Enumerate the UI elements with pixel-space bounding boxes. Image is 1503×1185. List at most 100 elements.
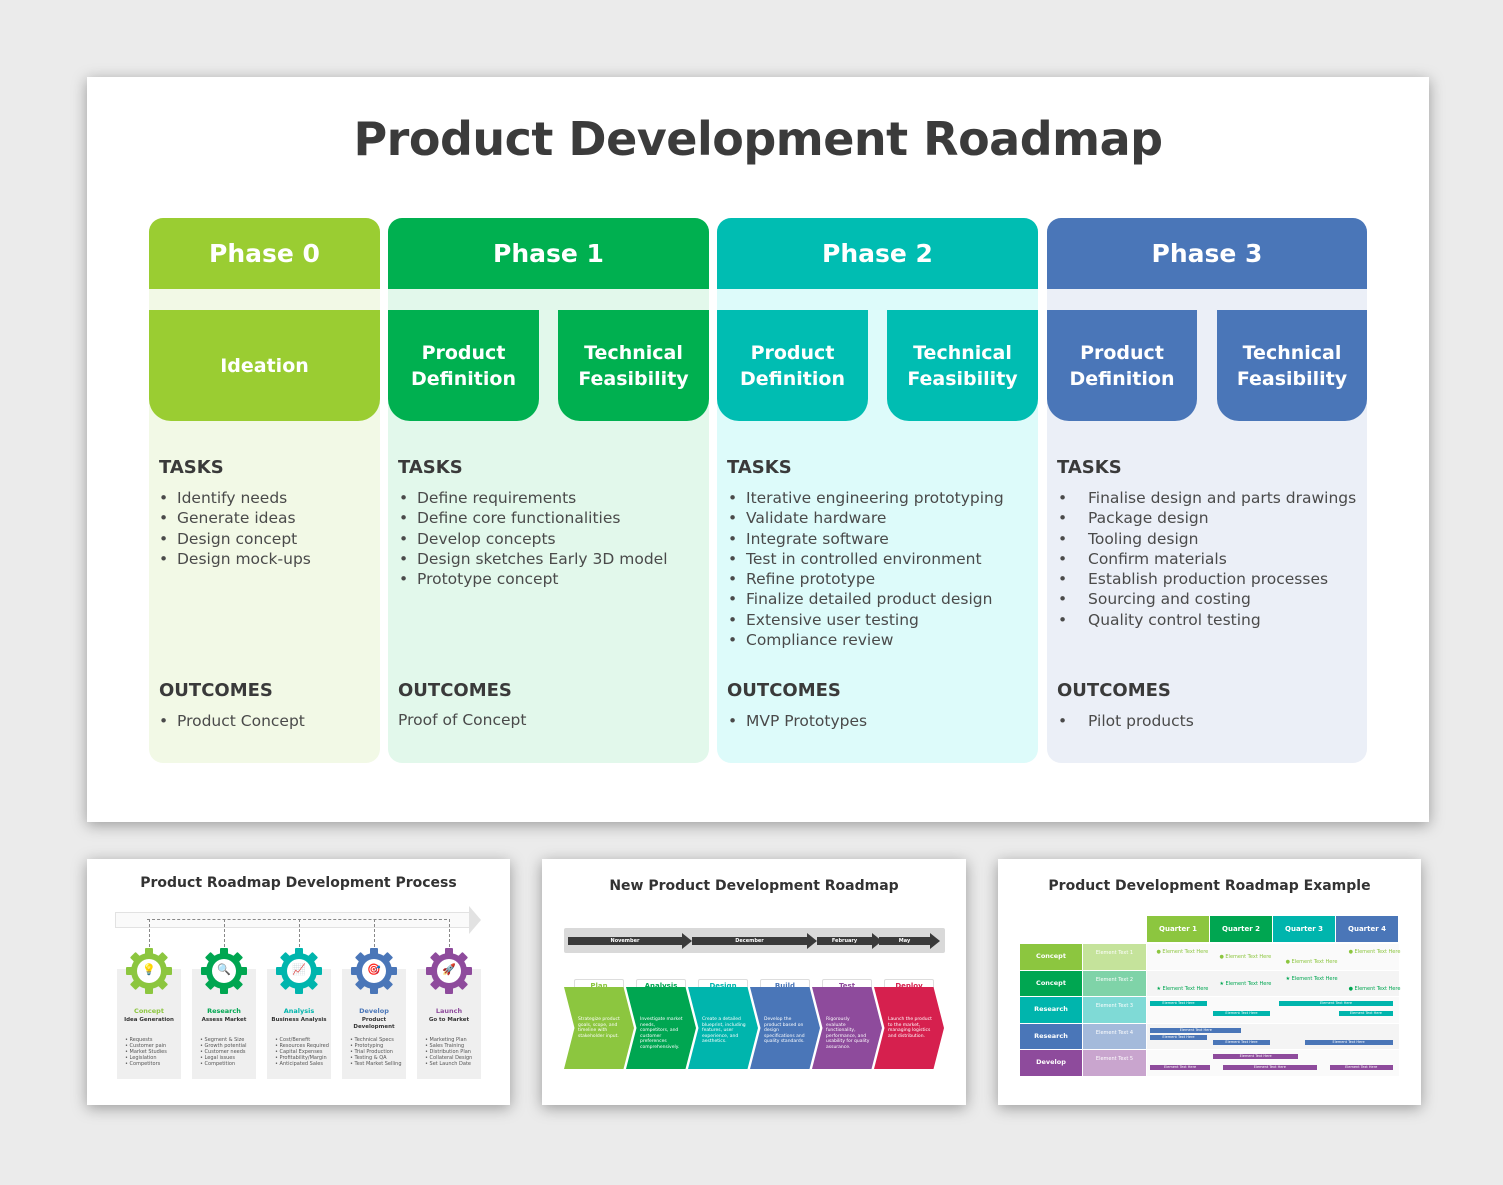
thumbnail-roadmap-example[interactable]: Product Development Roadmap Example Quar… bbox=[998, 859, 1421, 1105]
main-slide[interactable]: Product Development Roadmap Phase 0 Idea… bbox=[87, 77, 1429, 822]
stage-label: Design bbox=[709, 982, 737, 990]
quarter-label: Quarter 4 bbox=[1348, 925, 1386, 933]
process-step-name: Business Analysis bbox=[271, 1017, 327, 1023]
process-step-name: Assess Market bbox=[201, 1017, 247, 1023]
task-item: Sourcing and costing bbox=[1058, 589, 1356, 610]
process-stage-label: Analysis bbox=[283, 1007, 315, 1015]
outcome-item: Product Concept bbox=[159, 711, 305, 732]
process-connector bbox=[224, 919, 225, 947]
row-element-text: Element Text 1 bbox=[1095, 950, 1134, 956]
phase-2-sub-product-definition: Product Definition bbox=[717, 310, 868, 421]
phase-1-sub-product-definition: Product Definition bbox=[388, 310, 539, 421]
gantt-bar-label: Element Text Here bbox=[1179, 1027, 1212, 1032]
thumbnail-title: Product Roadmap Development Process bbox=[140, 875, 457, 891]
gantt-bar: Element Text Here bbox=[1213, 1054, 1299, 1060]
gantt-bar-label: Element Text Here bbox=[1225, 1011, 1258, 1016]
gear-icon bbox=[125, 947, 173, 995]
stage-label: Test bbox=[838, 982, 856, 990]
outcome-item: MVP Prototypes bbox=[728, 711, 867, 732]
target-icon: 🎯 bbox=[367, 963, 381, 976]
outcome-item: Pilot products bbox=[1058, 711, 1194, 732]
task-item: Extensive user testing bbox=[728, 610, 1004, 631]
list-item: • Trial Production bbox=[350, 1049, 393, 1055]
list-item: • Competition bbox=[200, 1061, 236, 1067]
gantt-row-track bbox=[1147, 944, 1399, 970]
quarter-label: Quarter 1 bbox=[1159, 925, 1197, 933]
page-title: Product Development Roadmap bbox=[353, 112, 1163, 166]
task-item: Iterative engineering prototyping bbox=[728, 488, 1004, 509]
process-arrow-head bbox=[469, 906, 481, 934]
stage-label: Build bbox=[774, 982, 796, 990]
gantt-bar-label: Element Text Here bbox=[1319, 1001, 1353, 1006]
gantt-bar: Element Text Here bbox=[1222, 1065, 1318, 1071]
row-label-text: Develop bbox=[1036, 1058, 1066, 1066]
task-item: Define core functionalities bbox=[399, 508, 668, 529]
milestone-marker: ● Element Text Here bbox=[1285, 959, 1338, 966]
milestone-marker: ● Element Text Here bbox=[1348, 985, 1401, 992]
gantt-row-label: Develop bbox=[1020, 1050, 1082, 1076]
month-arrow: December bbox=[692, 937, 807, 945]
lightbulb-icon: 💡 bbox=[142, 963, 156, 976]
list-item: • Customer pain bbox=[125, 1043, 167, 1049]
process-stage-label: Develop bbox=[359, 1007, 389, 1015]
stage-label: Analysis bbox=[644, 982, 678, 990]
list-item: • Collateral Design bbox=[425, 1055, 473, 1061]
list-item: • Capital Expenses bbox=[275, 1049, 323, 1055]
milestone-marker: ● Element Text Here bbox=[1348, 949, 1401, 956]
row-label-text: Research bbox=[1034, 1031, 1068, 1040]
task-item: Design mock-ups bbox=[159, 549, 311, 570]
thumbnail-new-product[interactable]: New Product Development Roadmap November… bbox=[542, 859, 966, 1105]
process-step-name: Product Development bbox=[353, 1017, 395, 1030]
row-label-text: Concept bbox=[1036, 952, 1066, 960]
month-arrow-head bbox=[930, 933, 940, 949]
list-item: • Set Launch Date bbox=[425, 1061, 471, 1067]
stage-description: Strategize product goals, scope, and tim… bbox=[578, 1017, 620, 1039]
phase-3-outcome-list: Pilot products bbox=[1058, 711, 1194, 732]
phase-2-sub-technical-feasibility: Technical Feasibility bbox=[887, 310, 1038, 421]
stage-chevron: Develop the product based on design spec… bbox=[750, 987, 820, 1069]
milestone-marker: ● Element Text Here bbox=[1219, 954, 1272, 961]
chart-icon: 📈 bbox=[292, 963, 306, 976]
process-step-items: • Cost/Benefit• Resources Required• Capi… bbox=[275, 1037, 331, 1067]
phase-3-task-list: Finalise design and parts drawings Packa… bbox=[1058, 488, 1356, 631]
month-arrow-head bbox=[807, 933, 817, 949]
milestone-marker: ★ Element Text Here bbox=[1219, 980, 1272, 987]
month-label: February bbox=[831, 938, 858, 944]
list-item: • Sales Training bbox=[425, 1043, 465, 1049]
list-item: • Resources Required bbox=[275, 1043, 329, 1049]
phase-2-column: Phase 2 Product Definition Technical Fea… bbox=[717, 218, 1038, 763]
gantt-bar-label: Element Text Here bbox=[1162, 1034, 1195, 1039]
row-element-text: Element Text 3 bbox=[1095, 1003, 1134, 1009]
gantt-bar-label: Element Text Here bbox=[1253, 1065, 1286, 1070]
list-item: • Legal issues bbox=[200, 1055, 235, 1061]
month-arrow-head bbox=[682, 933, 692, 949]
phase-1-sub-technical-feasibility: Technical Feasibility bbox=[558, 310, 709, 421]
gantt-row-element: Element Text 3 bbox=[1083, 997, 1146, 1023]
task-item: Quality control testing bbox=[1058, 610, 1356, 631]
task-item: Identify needs bbox=[159, 488, 311, 509]
month-label: December bbox=[735, 938, 764, 944]
phase-1-tasks-heading: TASKS bbox=[398, 457, 463, 478]
task-item: Validate hardware bbox=[728, 508, 1004, 529]
phase-2-header: Phase 2 bbox=[717, 218, 1038, 289]
thumbnail-process[interactable]: Product Roadmap Development Process Conc… bbox=[87, 859, 510, 1105]
stage-chevron: Create a detailed blueprint, including f… bbox=[688, 987, 758, 1069]
gantt-row-label: Concept bbox=[1020, 944, 1082, 970]
phase-0-sub-ideation: Ideation bbox=[149, 310, 380, 421]
list-item: • Profitability/Margin bbox=[275, 1055, 327, 1061]
gantt-row-label: Research bbox=[1020, 1023, 1082, 1049]
stage-description: Launch the product to the market, managi… bbox=[888, 1017, 932, 1039]
list-item: • Testing & QA bbox=[350, 1055, 387, 1061]
process-connector bbox=[299, 919, 300, 947]
quarter-header: Quarter 2 bbox=[1210, 916, 1272, 942]
list-item: • Segment & Size bbox=[200, 1037, 245, 1043]
gantt-bar: Element Text Here bbox=[1213, 1011, 1270, 1017]
gantt-bar: Element Text Here bbox=[1279, 1001, 1393, 1007]
task-item: Develop concepts bbox=[399, 529, 668, 550]
list-item: • Competitors bbox=[125, 1061, 161, 1067]
task-item: Design concept bbox=[159, 529, 311, 550]
gantt-bar-label: Element Text Here bbox=[1345, 1065, 1378, 1070]
task-item: Test in controlled environment bbox=[728, 549, 1004, 570]
process-connector bbox=[149, 919, 150, 947]
month-arrow-head bbox=[872, 933, 882, 949]
